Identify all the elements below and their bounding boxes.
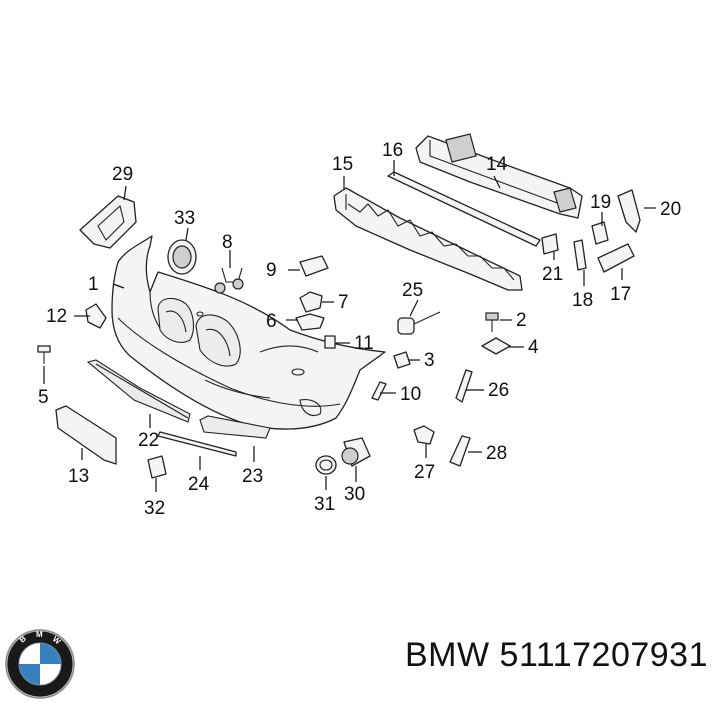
callout-29: 29	[112, 164, 133, 185]
svg-text:B: B	[18, 634, 28, 645]
callout-10: 10	[400, 384, 421, 405]
bracket-7	[299, 291, 323, 313]
callout-8: 8	[222, 232, 233, 253]
lower-grille-right	[199, 415, 271, 439]
bumper-cover	[111, 235, 386, 430]
callout-labels: 1 2 3 4 5 6 7 8 9 10 11 12 13 14 15 16 1…	[38, 140, 681, 519]
bmw-logo-icon: B M W	[4, 628, 76, 700]
callout-14: 14	[486, 154, 508, 175]
callout-31: 31	[314, 494, 335, 515]
emblem-part	[167, 239, 197, 275]
callout-26: 26	[488, 380, 509, 401]
callout-32: 32	[144, 498, 165, 519]
clip-11	[324, 335, 336, 349]
callout-4: 4	[528, 337, 539, 358]
bolt	[485, 312, 499, 332]
callout-9: 9	[266, 260, 277, 281]
callout-17: 17	[610, 284, 631, 305]
callout-24: 24	[188, 474, 210, 495]
callout-20: 20	[660, 199, 681, 220]
air-duct	[79, 195, 137, 249]
callout-13: 13	[68, 466, 89, 487]
callout-28: 28	[486, 443, 507, 464]
callout-21: 21	[542, 264, 563, 285]
callout-2: 2	[516, 310, 527, 331]
trim-26	[455, 369, 473, 403]
bracket-20	[617, 189, 641, 233]
leader-lines	[43, 160, 656, 492]
callout-11: 11	[354, 333, 374, 354]
callout-12: 12	[46, 306, 67, 327]
washer-cover	[299, 255, 329, 277]
callout-27: 27	[414, 462, 435, 483]
callout-6: 6	[266, 311, 277, 332]
sensor-25	[397, 311, 441, 335]
block-21	[541, 233, 559, 255]
bumper-strip	[387, 171, 541, 247]
callout-18: 18	[572, 290, 593, 311]
reflector-10	[371, 381, 387, 401]
clip-8	[214, 267, 244, 294]
plug-3	[393, 351, 411, 369]
energy-absorber	[333, 187, 523, 291]
nut	[481, 337, 511, 355]
parking-sensor	[341, 437, 371, 467]
callout-22: 22	[138, 430, 159, 451]
callout-3: 3	[424, 350, 435, 371]
rivet	[37, 345, 51, 364]
sensor-holder	[413, 425, 435, 445]
bumper-reinforcement	[415, 133, 583, 219]
callout-25: 25	[402, 280, 423, 301]
cap-31	[315, 455, 337, 475]
svg-text:W: W	[51, 634, 63, 646]
callout-30: 30	[344, 484, 365, 505]
callout-33: 33	[174, 208, 195, 229]
part-number: 51117207931	[499, 636, 708, 674]
bracket-6	[295, 313, 325, 331]
brand-name: BMW	[404, 636, 490, 674]
pad-17	[597, 243, 635, 273]
bracket-32	[147, 455, 167, 479]
callout-23: 23	[242, 466, 263, 487]
trim-strip	[157, 431, 237, 457]
bracket-12	[85, 303, 107, 329]
bracket-19	[591, 221, 609, 245]
license-plate-bracket	[55, 405, 117, 465]
lower-grille-left	[86, 359, 191, 423]
bracket-18	[573, 239, 587, 271]
callout-19: 19	[590, 192, 611, 213]
callout-15: 15	[332, 154, 353, 175]
part-caption: BMW 51117207931	[405, 636, 708, 675]
bracket-28	[449, 435, 471, 467]
callout-1: 1	[88, 274, 99, 295]
svg-text:M: M	[36, 630, 43, 639]
callout-7: 7	[338, 292, 349, 313]
callout-5: 5	[38, 387, 49, 408]
callout-16: 16	[382, 140, 403, 161]
